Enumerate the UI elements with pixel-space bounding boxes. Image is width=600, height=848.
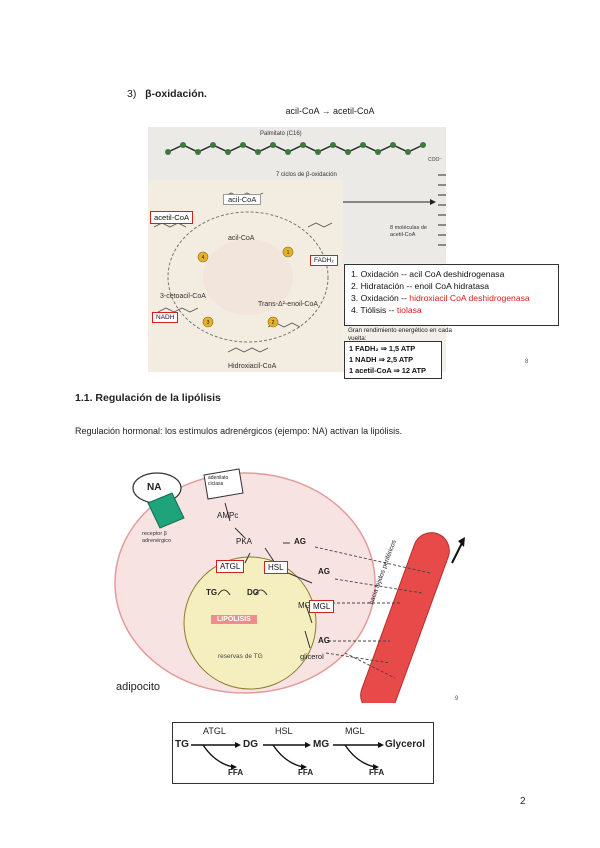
lipolisis-label: LIPÓLISIS <box>211 615 257 624</box>
path-ffa-1: FFA <box>228 768 244 777</box>
acetil-coa-label: acetil-CoA <box>150 211 194 224</box>
steps-box: 1. Oxidación -- acil CoA deshidrogenasa … <box>344 264 559 326</box>
palmitate-label: Palmitato (C16) <box>260 131 302 137</box>
svg-text:1: 1 <box>287 250 290 256</box>
pka-label: PKA <box>236 537 253 546</box>
pathway-figure: TG DG MG Glycerol ATGL HSL MGL FFA FFA F… <box>172 722 434 784</box>
mg-label: MG <box>298 601 311 610</box>
ag-label-3: AG <box>318 636 330 645</box>
glicerol-label: glicerol <box>300 652 324 661</box>
lipolysis-regulation-figure: NA adenilato ciclasa receptor β adrenérg… <box>100 463 500 714</box>
cycles-label: 7 ciclos de β-oxidación <box>276 172 337 178</box>
paragraph: Regulación hormonal: los estímulos adren… <box>75 426 403 436</box>
yield-nadh: 1 NADH ⇒ 2,5 ATP <box>349 355 414 364</box>
na-label: NA <box>147 482 162 493</box>
path-mg: MG <box>313 739 330 750</box>
fadh2-label: FADH₂ <box>310 255 338 266</box>
atp-yield-box: 1 FADH₂ ⇒ 1,5 ATP 1 NADH ⇒ 2,5 ATP 1 ace… <box>344 341 442 379</box>
yield-caption: Gran rendimiento energético en cada vuel… <box>348 327 452 342</box>
svg-text:2: 2 <box>272 320 275 326</box>
path-dg: DG <box>243 739 258 750</box>
receptor-label: receptor β adrenérgico <box>142 531 172 544</box>
step-3: 3. Oxidación -- hidroxiacil CoA deshidro… <box>351 293 530 303</box>
hidroxiacil-label: Hidroxiacil-CoA <box>228 363 277 370</box>
svg-text:3: 3 <box>207 320 210 326</box>
ketoacyl-label: 3-cetoacil-CoA <box>160 293 206 300</box>
acil-coa-top-label: acil-CoA <box>223 194 262 205</box>
path-glycerol: Glycerol <box>385 739 426 750</box>
ampc-label: AMPc <box>217 511 239 520</box>
section-number: 3) <box>127 88 137 100</box>
fig2-ref: 9 <box>455 696 459 702</box>
molecules-label: 8 moléculas de acetil-CoA <box>390 225 427 238</box>
svg-text:4: 4 <box>202 255 205 261</box>
section-heading: 3) β-oxidación. <box>127 88 207 100</box>
nadh-label: NADH <box>152 312 179 323</box>
ag-label-1: AG <box>294 537 306 546</box>
hsl-label: HSL <box>264 561 288 574</box>
trans-enoyl-label: Trans-Δ²-enoil-CoA <box>258 301 319 308</box>
acil-coa-mid-label: acil-CoA <box>228 235 255 242</box>
tg-label: TG <box>206 588 218 597</box>
equation: acil-CoA → acetil-CoA <box>285 106 375 116</box>
step-2: 2. Hidratación -- enoil CoA hidratasa <box>351 281 490 291</box>
adipocyte-diagram <box>114 468 465 714</box>
path-hsl: HSL <box>275 726 293 736</box>
ag-label-2: AG <box>318 567 330 576</box>
step-4: 4. Tiólisis -- tiolasa <box>351 305 422 315</box>
section-title: β-oxidación. <box>145 88 207 100</box>
beta-oxidation-figure: 4 1 3 2 Palmitato (C16) COO⁻ 7 ciclos de β… <box>148 127 559 379</box>
reservas-label: reservas de TG <box>218 653 263 660</box>
pathway-arrows <box>191 742 384 770</box>
path-mgl: MGL <box>345 726 365 736</box>
path-tg: TG <box>175 739 189 750</box>
step-1: 1. Oxidación -- acil CoA deshidrogenasa <box>351 269 505 279</box>
path-ffa-3: FFA <box>369 768 385 777</box>
yield-fadh2: 1 FADH₂ ⇒ 1,5 ATP <box>349 344 416 353</box>
mgl-label: MGL <box>309 600 335 613</box>
adenylate-label: adenilato ciclasa <box>208 475 229 487</box>
yield-acetyl: 1 acetil-CoA ⇒ 12 ATP <box>349 366 426 375</box>
beta-oxidation-diagram: 4 1 3 2 <box>148 127 446 372</box>
path-ffa-2: FFA <box>298 768 314 777</box>
coo-label: COO⁻ <box>428 157 443 163</box>
atgl-label: ATGL <box>216 560 245 573</box>
page-number: 2 <box>520 796 526 807</box>
dg-label: DG <box>247 588 259 597</box>
subsection-title: 1.1. Regulación de la lipólisis <box>75 392 221 404</box>
fig1-ref: 8 <box>525 359 529 365</box>
path-atgl: ATGL <box>203 726 226 736</box>
adipocito-label: adipocito <box>116 681 161 693</box>
